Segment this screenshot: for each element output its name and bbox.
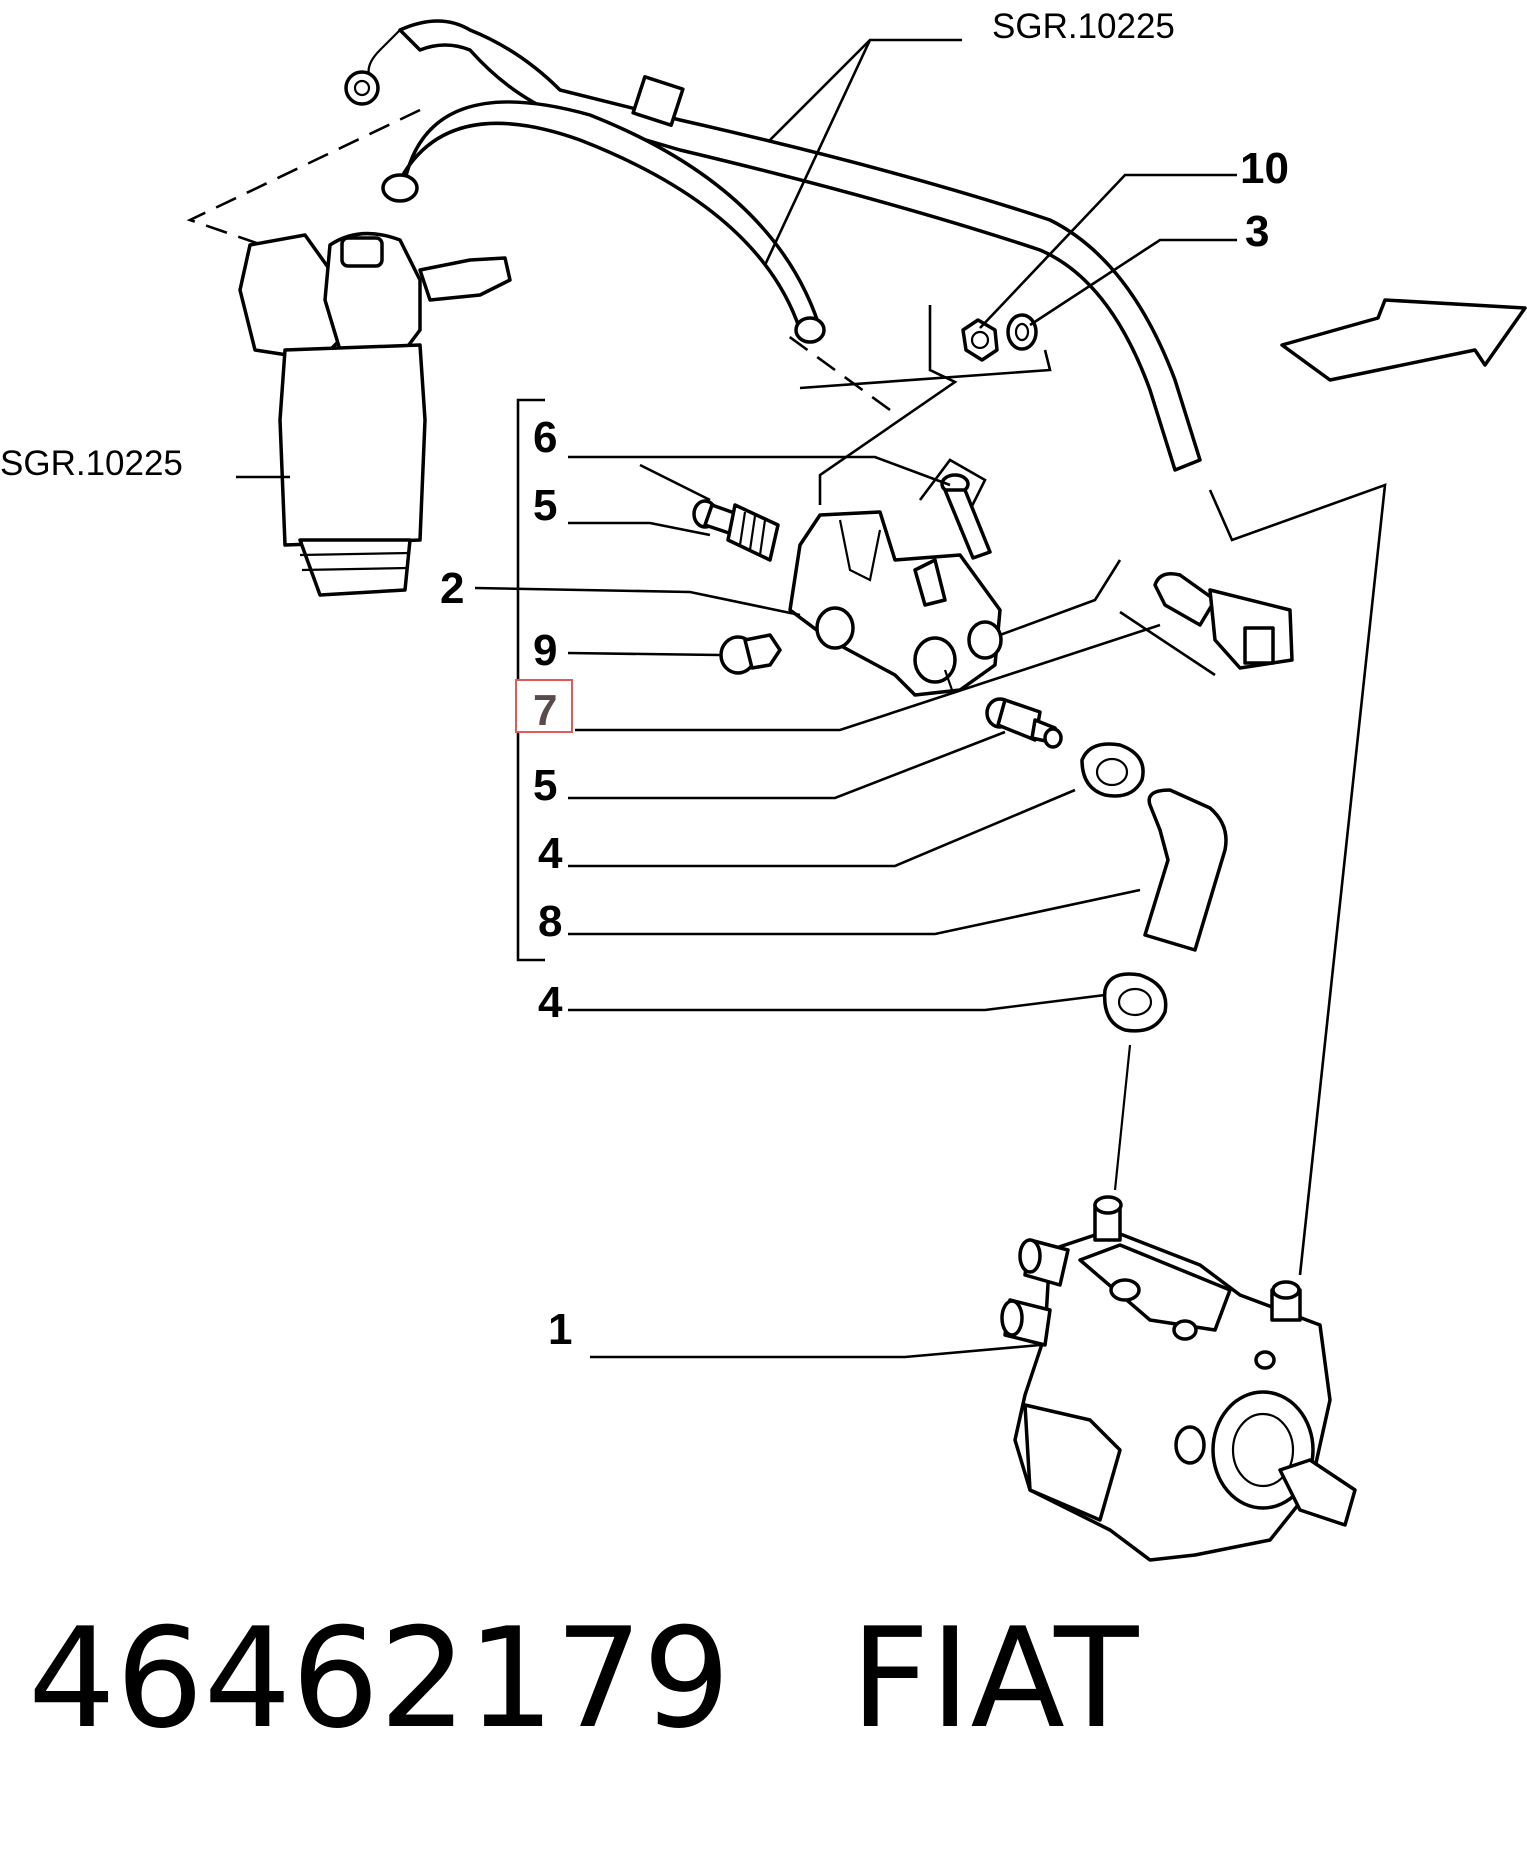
valve-body bbox=[788, 510, 1003, 697]
nut-part bbox=[961, 318, 999, 362]
callout-6[interactable]: 6 bbox=[533, 413, 557, 462]
hose-clamp-lower bbox=[1102, 972, 1168, 1033]
part-number: 46462179 bbox=[28, 1598, 731, 1759]
callout-1[interactable]: 1 bbox=[548, 1305, 572, 1354]
callout-7[interactable]: 7 bbox=[533, 686, 557, 735]
direction-arrow bbox=[1280, 298, 1527, 382]
return-hose bbox=[381, 100, 826, 344]
callout-4-lower[interactable]: 4 bbox=[538, 978, 563, 1027]
callout-4-upper[interactable]: 4 bbox=[538, 829, 563, 878]
callout-3[interactable]: 3 bbox=[1245, 207, 1269, 256]
callout-5-lower[interactable]: 5 bbox=[533, 761, 557, 810]
callout-10[interactable]: 10 bbox=[1240, 144, 1289, 193]
reference-top: SGR.10225 bbox=[992, 7, 1175, 46]
callout-5-upper[interactable]: 5 bbox=[533, 481, 557, 530]
banjo-bolt-upper bbox=[692, 499, 780, 562]
washer-part bbox=[1006, 313, 1038, 351]
high-pressure-pump bbox=[1000, 1195, 1357, 1562]
temperature-sensor bbox=[1153, 572, 1294, 670]
brand-name: FIAT bbox=[850, 1598, 1139, 1759]
fuel-filter bbox=[238, 231, 512, 597]
callout-9[interactable]: 9 bbox=[533, 626, 557, 675]
bolt-part bbox=[940, 473, 992, 560]
callout-7-highlight bbox=[515, 679, 573, 733]
hose-clamp-upper bbox=[1080, 742, 1145, 798]
union-fitting bbox=[985, 697, 1063, 749]
callout-2[interactable]: 2 bbox=[440, 564, 464, 613]
callout-8[interactable]: 8 bbox=[538, 897, 562, 946]
connector-hose bbox=[1143, 788, 1228, 952]
plug-screw bbox=[719, 633, 782, 675]
reference-left: SGR.10225 bbox=[0, 444, 183, 483]
